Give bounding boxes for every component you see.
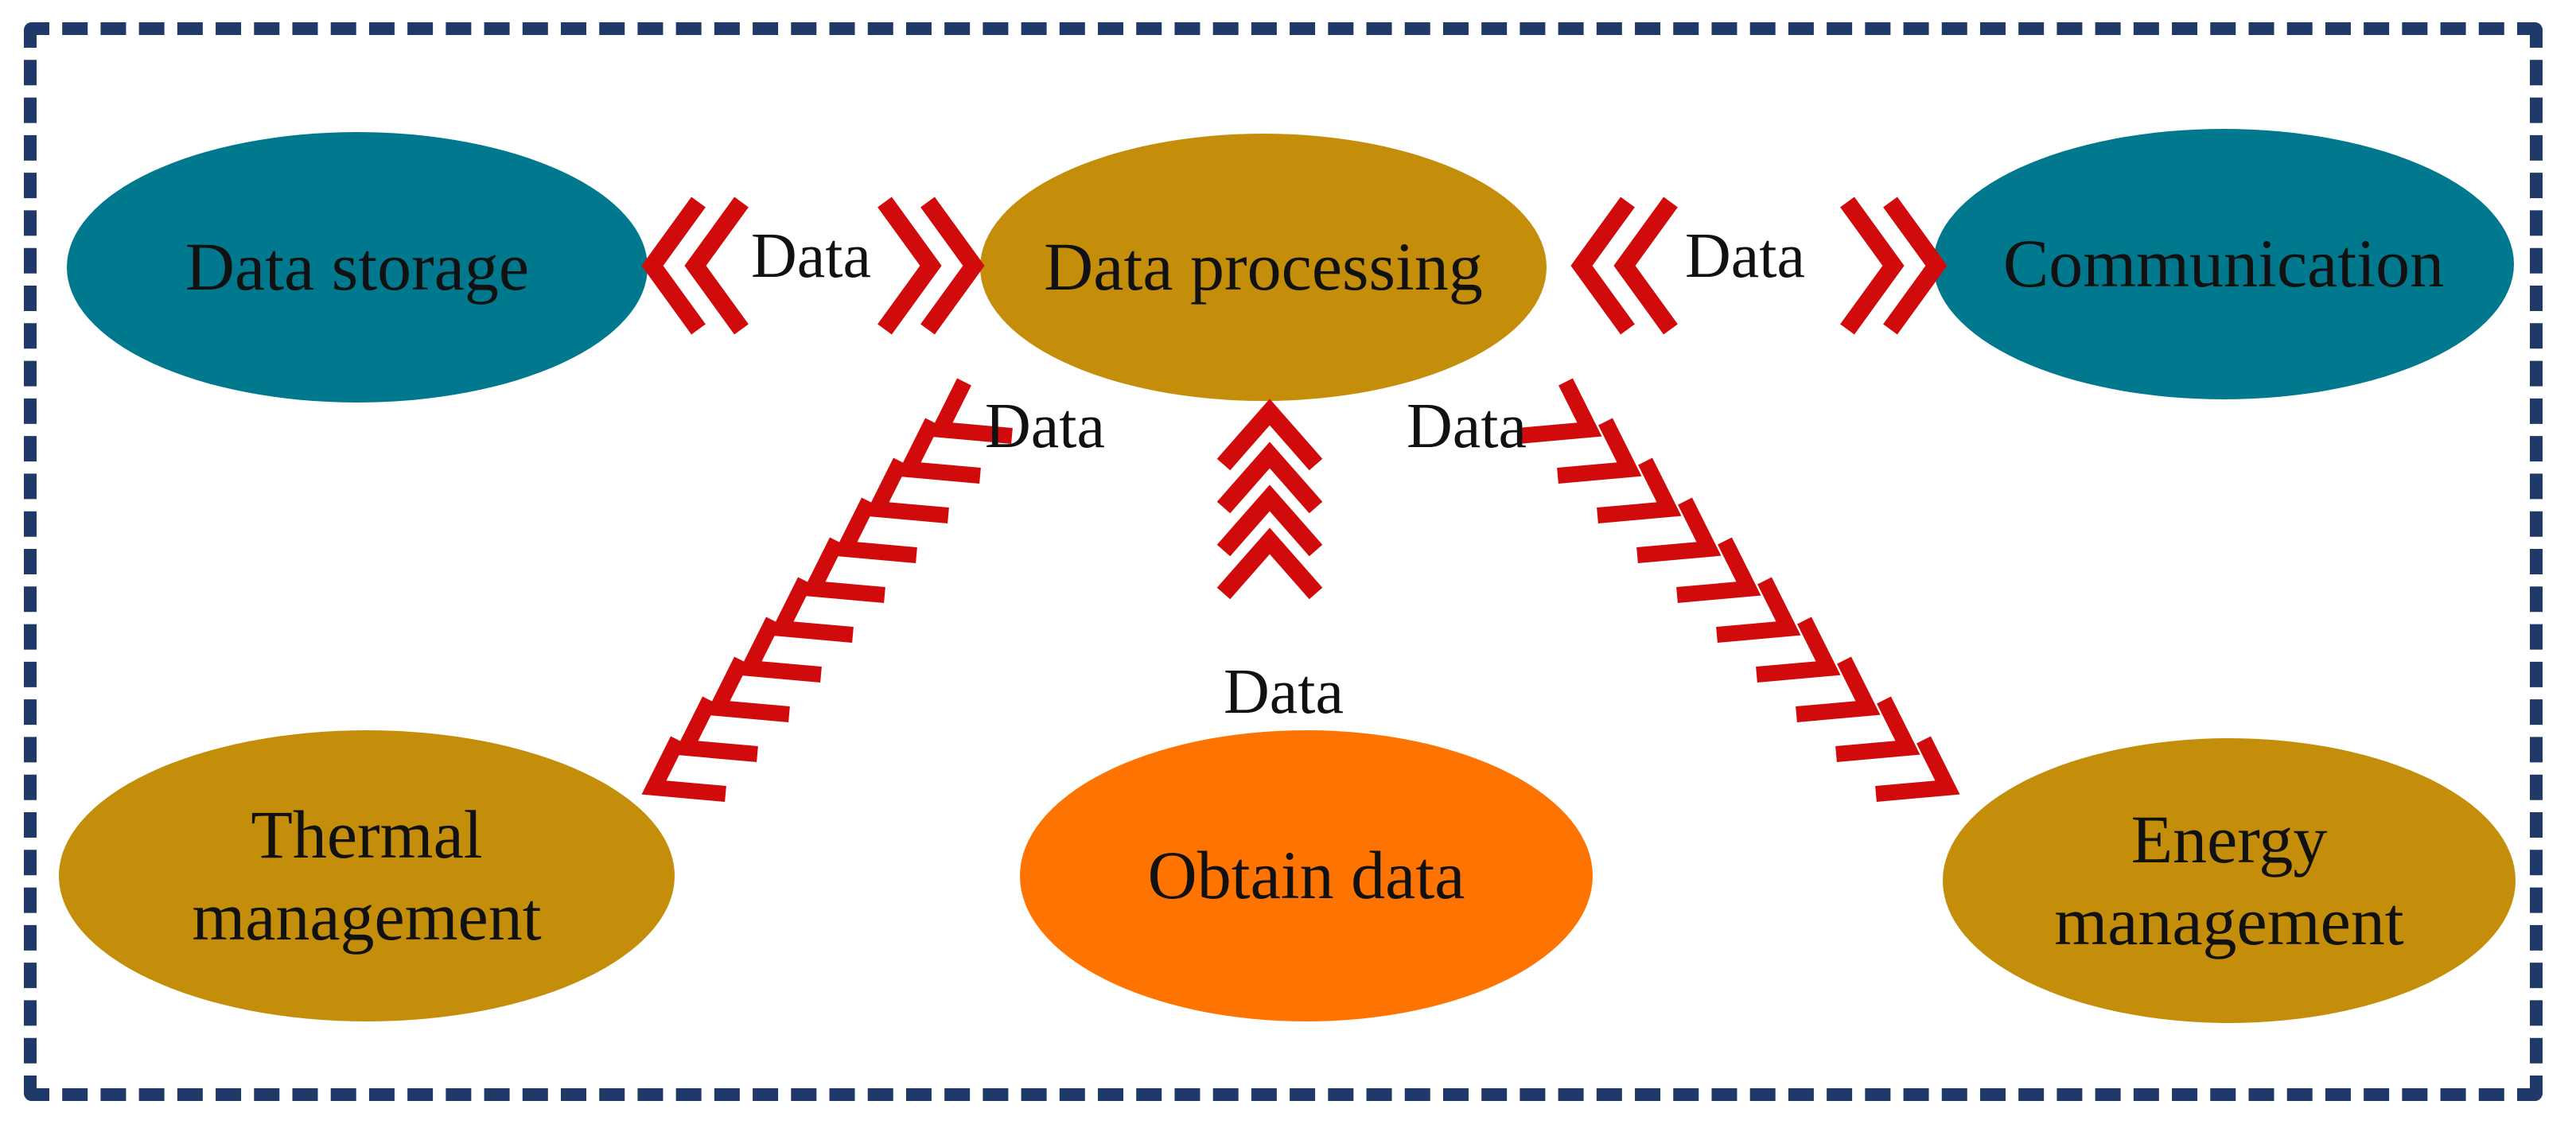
edge-label-storage-processing: Data xyxy=(751,221,872,291)
chevron-diag-right-9 xyxy=(1835,696,1920,762)
chevron-diag-left-5 xyxy=(800,537,885,603)
chevron-diag-right-4 xyxy=(1636,497,1722,563)
chevron-up-2 xyxy=(1216,442,1323,514)
chevron-diag-right-7 xyxy=(1756,617,1841,683)
thermal-management-label-line2: management xyxy=(192,878,542,955)
edge-label-processing-communication: Data xyxy=(1685,221,1806,291)
chevron-diag-left-3 xyxy=(864,457,949,523)
communication-node: Communication xyxy=(1933,129,2514,399)
chevron-diag-left-2 xyxy=(896,418,981,484)
chevron-diag-right-8 xyxy=(1796,656,1881,722)
energy-management-label-line1: Energy xyxy=(2130,800,2328,877)
chevrons-processing-communication xyxy=(1570,196,1948,335)
obtain-data-node: Obtain data xyxy=(1020,730,1593,1021)
energy-management-node: Energy management xyxy=(1943,738,2516,1023)
edge-label-obtain-processing: Data xyxy=(1224,657,1344,727)
chevron-left-2 xyxy=(684,196,749,335)
chevron-diag-right-1 xyxy=(1517,378,1602,444)
dashed-frame xyxy=(24,22,2543,1101)
data-processing-label: Data processing xyxy=(1044,228,1483,305)
chevron-right-1 xyxy=(877,196,942,335)
chevron-diag-right-3 xyxy=(1597,457,1682,523)
chevron-right-2 xyxy=(920,196,985,335)
chevron-diag-left-7 xyxy=(737,617,822,683)
edge-label-processing-thermal: Data xyxy=(985,391,1106,461)
communication-label: Communication xyxy=(2002,225,2445,302)
data-storage-label: Data storage xyxy=(185,228,530,305)
chevron-up-1 xyxy=(1216,399,1323,471)
chevron-diag-right-6 xyxy=(1716,577,1801,643)
energy-management-label-line2: management xyxy=(2054,883,2404,959)
chevron-left-3 xyxy=(1570,196,1635,335)
chevron-diag-left-9 xyxy=(673,696,758,762)
thermal-management-node: Thermal management xyxy=(59,730,675,1021)
chevron-diag-right-2 xyxy=(1557,418,1642,484)
chevrons-storage-processing xyxy=(641,196,985,335)
chevrons-obtain-processing xyxy=(1216,399,1323,600)
chevron-right-4 xyxy=(1883,196,1948,335)
chevron-diag-left-1 xyxy=(928,378,1013,444)
chevron-diag-left-6 xyxy=(769,577,854,643)
chevrons-processing-energy xyxy=(1517,378,1960,802)
thermal-management-label-line1: Thermal xyxy=(251,796,483,873)
chevron-diag-left-4 xyxy=(832,497,917,563)
data-processing-node: Data processing xyxy=(980,134,1547,401)
chevron-diag-right-5 xyxy=(1676,537,1761,603)
chevron-diag-left-8 xyxy=(705,656,790,722)
obtain-data-label: Obtain data xyxy=(1147,837,1465,914)
data-storage-node: Data storage xyxy=(67,132,648,403)
chevron-diag-left-10 xyxy=(641,736,726,802)
chevron-right-3 xyxy=(1840,196,1905,335)
chevron-diag-right-10 xyxy=(1875,736,1960,802)
chevron-left-1 xyxy=(641,196,706,335)
chevron-up-3 xyxy=(1216,484,1323,557)
chevron-left-4 xyxy=(1613,196,1678,335)
chevrons-processing-thermal xyxy=(641,378,1013,802)
edge-label-processing-energy: Data xyxy=(1407,391,1527,461)
chevron-up-4 xyxy=(1216,527,1323,600)
